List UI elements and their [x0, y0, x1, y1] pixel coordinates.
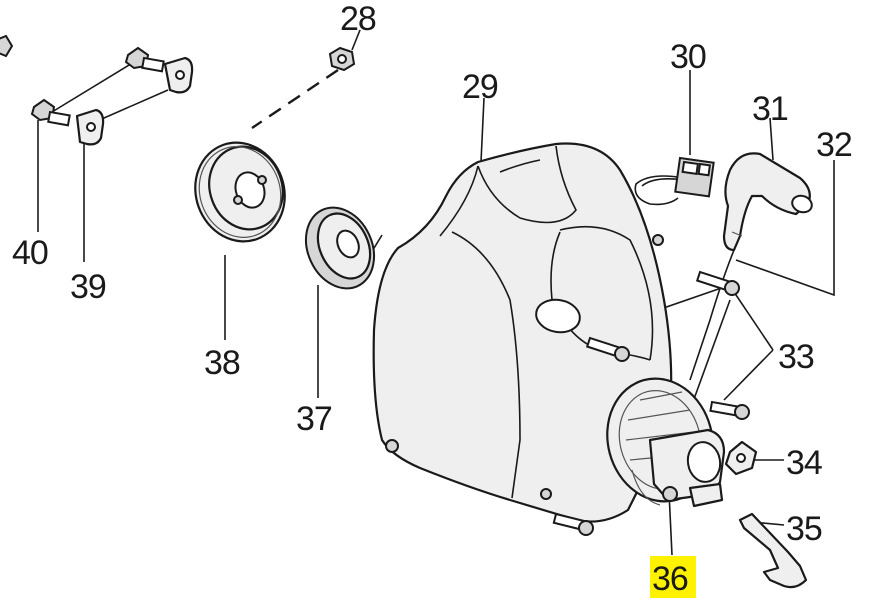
- callout-30: 30: [670, 38, 707, 76]
- callout-36-highlight: [650, 556, 696, 598]
- part-30-connector: [634, 156, 715, 206]
- callout-40: 40: [12, 234, 49, 272]
- callout-31: 31: [752, 90, 789, 128]
- callout-39: 39: [70, 268, 107, 306]
- callout-29: 29: [462, 68, 499, 106]
- part-38-pulley: [194, 141, 286, 243]
- callout-37: 37: [296, 400, 333, 438]
- part-29-starter-housing: [372, 142, 714, 523]
- callout-32: 32: [816, 126, 853, 164]
- callout-28: 28: [340, 0, 377, 38]
- partial-nut-edge: [0, 34, 14, 58]
- part-40-bolt-upper: [124, 46, 165, 73]
- callout-38: 38: [204, 344, 241, 382]
- part-33-screw-b: [585, 336, 630, 362]
- part-34-square-nut: [724, 440, 758, 476]
- part-33-screw-c: [709, 400, 750, 420]
- part-37-washer: [304, 206, 376, 290]
- part-39-plate-lower: [75, 108, 105, 146]
- part-36-ratchet-pawl: [648, 428, 726, 508]
- part-35-spring-clip: [738, 512, 808, 589]
- part-28-nut: [328, 46, 356, 72]
- callout-35: 35: [786, 510, 823, 548]
- part-39-plate-upper: [163, 56, 194, 94]
- assembly-axis-dashed: [251, 69, 339, 129]
- callout-36: 36: [652, 560, 689, 598]
- part-31-handle: [689, 152, 813, 381]
- callout-33: 33: [778, 338, 815, 376]
- part-33-screw-a: [695, 270, 740, 296]
- part-33-screw-d: [552, 512, 594, 536]
- callout-34: 34: [786, 444, 823, 482]
- part-40-bolt-lower: [30, 98, 71, 127]
